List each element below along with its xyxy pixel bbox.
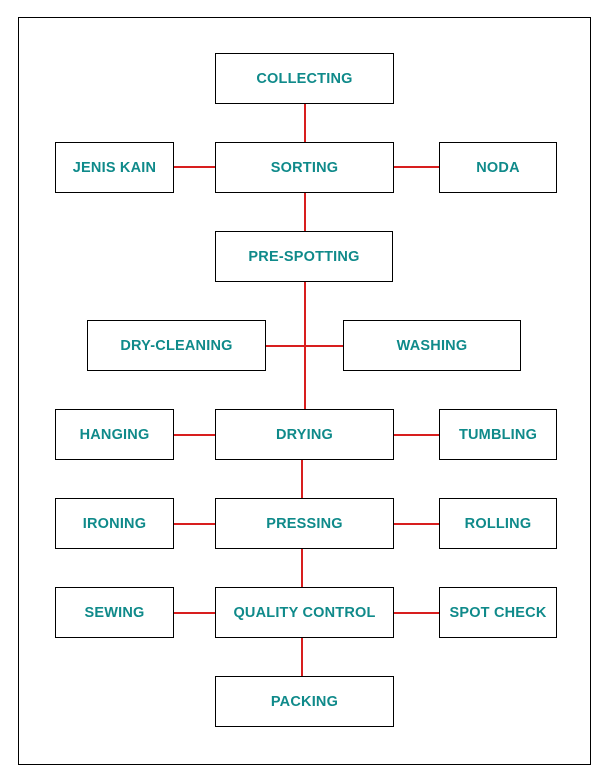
node-hanging: HANGING (55, 409, 174, 460)
node-sewing: SEWING (55, 587, 174, 638)
node-dry-cleaning: DRY-CLEANING (87, 320, 266, 371)
node-ironing: IRONING (55, 498, 174, 549)
node-packing: PACKING (215, 676, 394, 727)
node-drying: DRYING (215, 409, 394, 460)
node-collecting: COLLECTING (215, 53, 394, 104)
node-pressing: PRESSING (215, 498, 394, 549)
node-washing: WASHING (343, 320, 521, 371)
node-pre-spotting: PRE-SPOTTING (215, 231, 393, 282)
node-noda: NODA (439, 142, 557, 193)
node-sorting: SORTING (215, 142, 394, 193)
node-jenis-kain: JENIS KAIN (55, 142, 174, 193)
node-spot-check: SPOT CHECK (439, 587, 557, 638)
node-tumbling: TUMBLING (439, 409, 557, 460)
node-quality-control: QUALITY CONTROL (215, 587, 394, 638)
node-rolling: ROLLING (439, 498, 557, 549)
